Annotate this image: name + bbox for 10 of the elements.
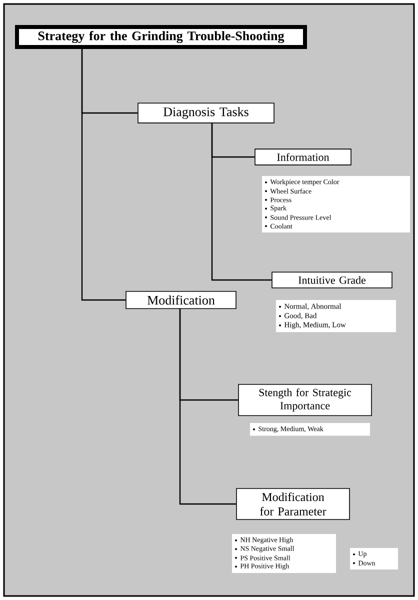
task-box: Information (254, 148, 352, 166)
task-box: Modification for Parameter (236, 488, 350, 520)
title-box: Strategy for the Grinding Trouble-Shooting (15, 25, 307, 50)
connector (179, 309, 236, 505)
task-box: Diagnosis Tasks (138, 102, 274, 124)
task-box: Stength for Strategic Importance (238, 384, 372, 416)
connector (211, 123, 272, 281)
task-box: Modification (126, 290, 236, 310)
task-box: Intuitive Grade (272, 272, 392, 288)
connector (81, 49, 126, 301)
